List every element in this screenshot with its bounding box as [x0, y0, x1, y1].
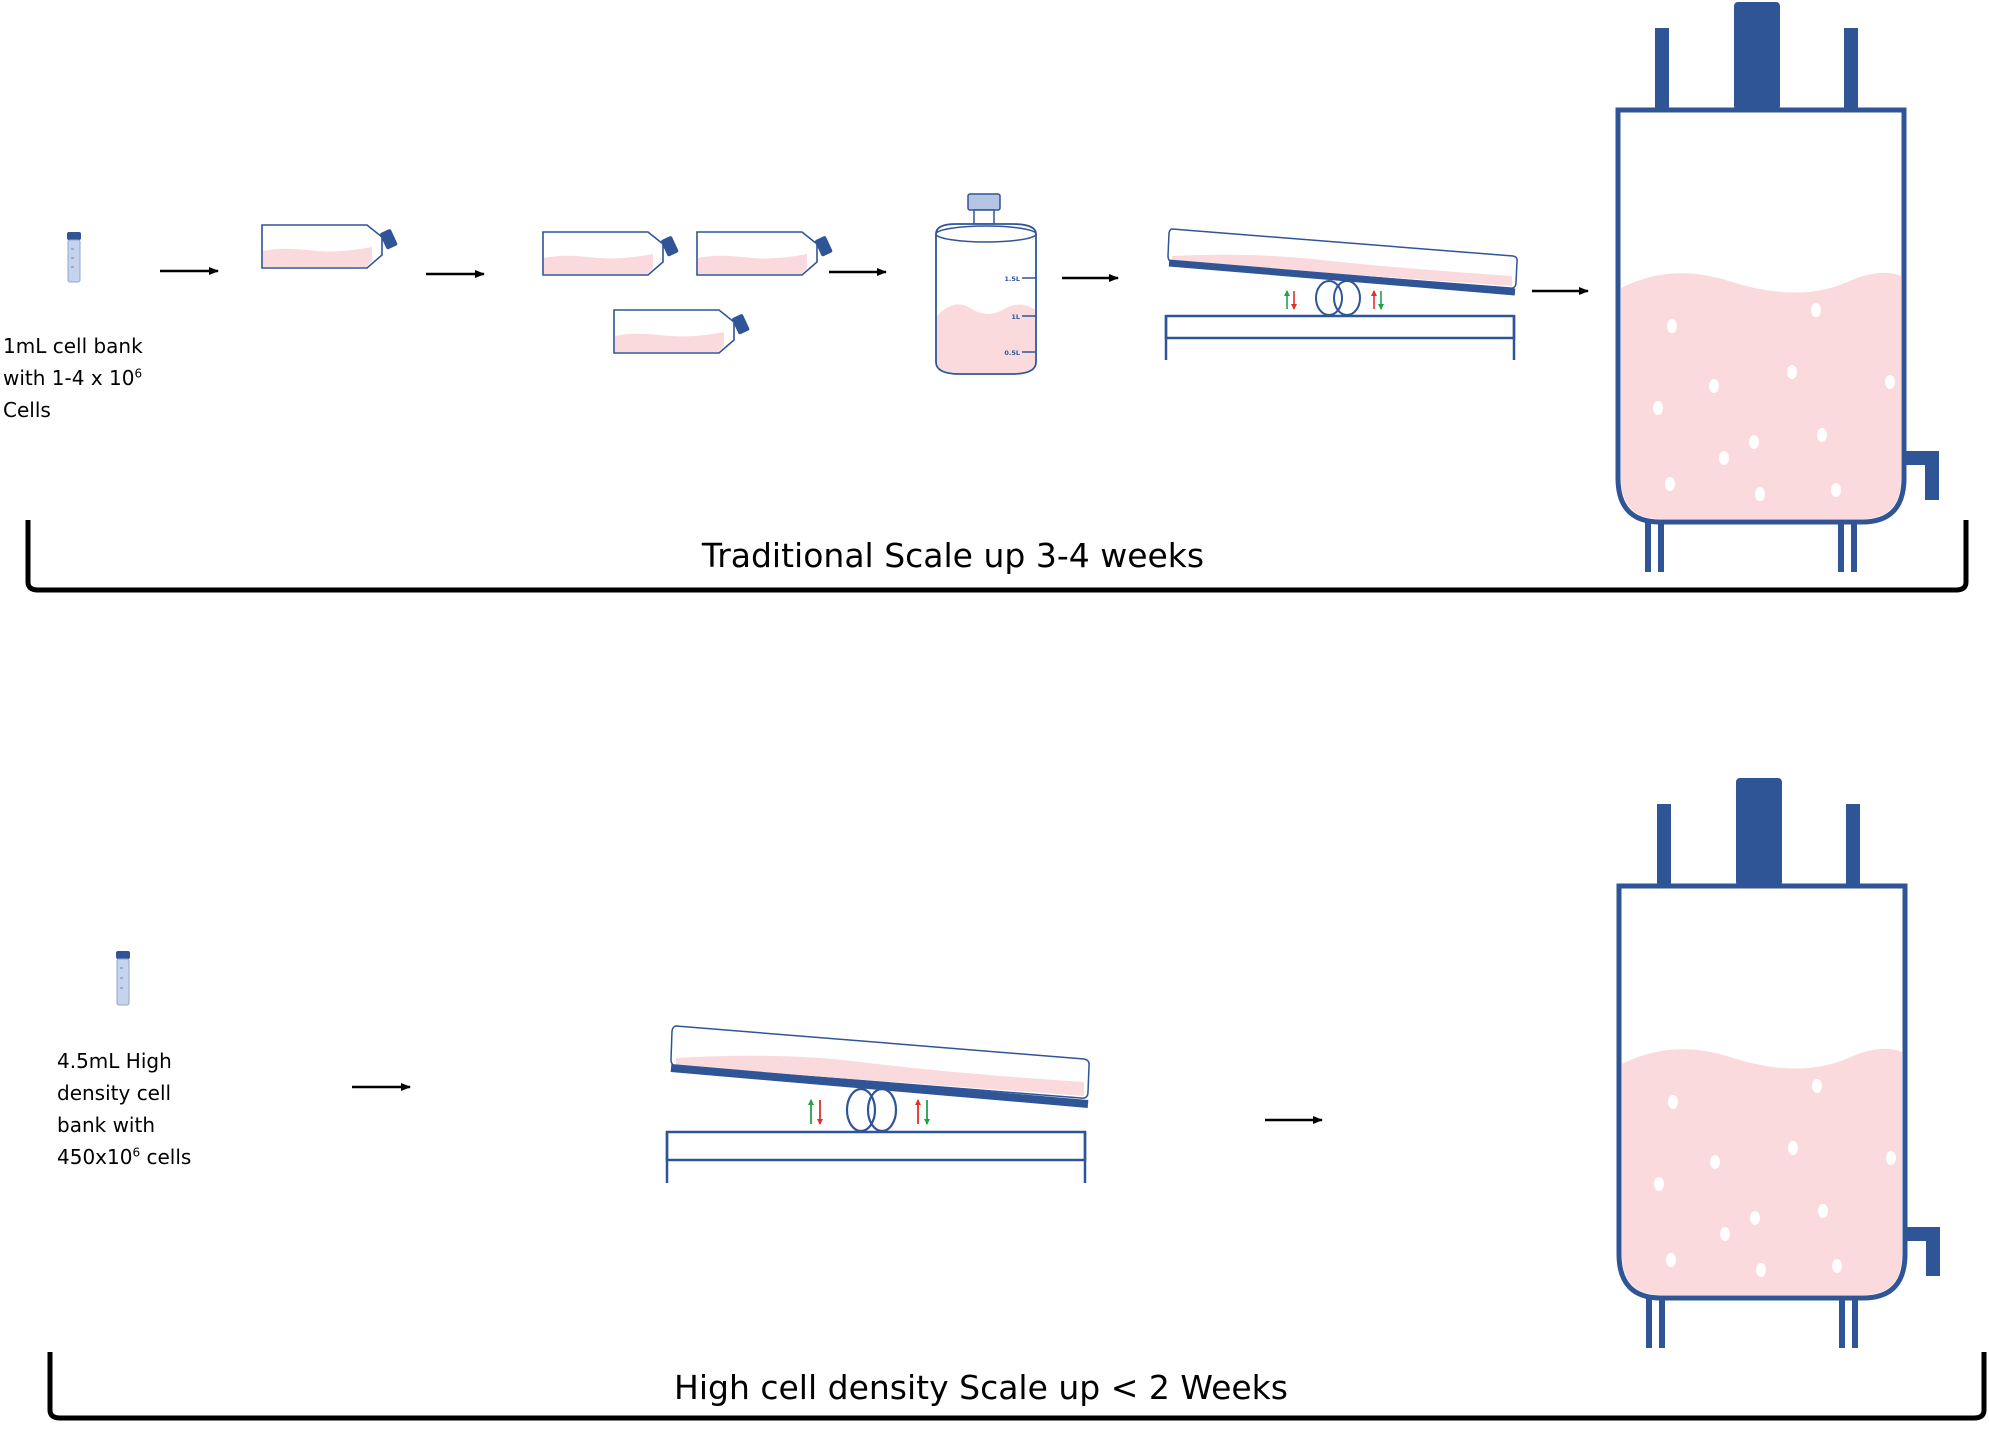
stirred-tank-bioreactor-icon: [1616, 778, 1940, 1348]
high-density-cell-bank-line-2: density cell: [57, 1081, 172, 1105]
cryovial-icon: [116, 951, 130, 1006]
wave-bioreactor-icon: [1164, 228, 1518, 360]
traditional-cell-bank-line-3: Cells: [3, 398, 51, 422]
stirred-tank-bioreactor-icon: [1615, 2, 1939, 572]
bottle-mark-0-5l: 0.5L: [1004, 349, 1020, 357]
high-density-cell-bank-label: 4.5mL High density cell bank with 450x10…: [57, 1045, 191, 1173]
culture-flask-icon: [613, 309, 750, 354]
traditional-cell-bank-line-1: 1mL cell bank: [3, 334, 143, 358]
traditional-caption: Traditional Scale up 3-4 weeks: [701, 536, 1205, 575]
traditional-bracket: [25, 520, 1969, 593]
traditional-cell-bank-label: 1mL cell bank with 1-4 x 106 Cells: [3, 330, 143, 426]
spinner-bottle-icon: 1.5L 1L 0.5L: [935, 193, 1037, 375]
high-density-cell-bank-line-4: 450x106 cells: [57, 1145, 192, 1169]
cryovial-icon: [67, 232, 81, 283]
wave-bioreactor-icon: [665, 1025, 1090, 1183]
traditional-cell-bank-line-2: with 1-4 x 106: [3, 366, 143, 390]
culture-flask-icon: [542, 231, 679, 276]
high-density-cell-bank-line-3: bank with: [57, 1113, 155, 1137]
culture-flask-icon: [261, 224, 398, 269]
high-density-bracket: [47, 1352, 1987, 1421]
culture-flask-icon: [696, 231, 833, 276]
bottle-mark-1-5l: 1.5L: [1004, 275, 1020, 283]
bottle-mark-1l: 1L: [1011, 313, 1020, 321]
high-density-caption: High cell density Scale up < 2 Weeks: [674, 1368, 1288, 1407]
high-density-cell-bank-line-1: 4.5mL High: [57, 1049, 172, 1073]
